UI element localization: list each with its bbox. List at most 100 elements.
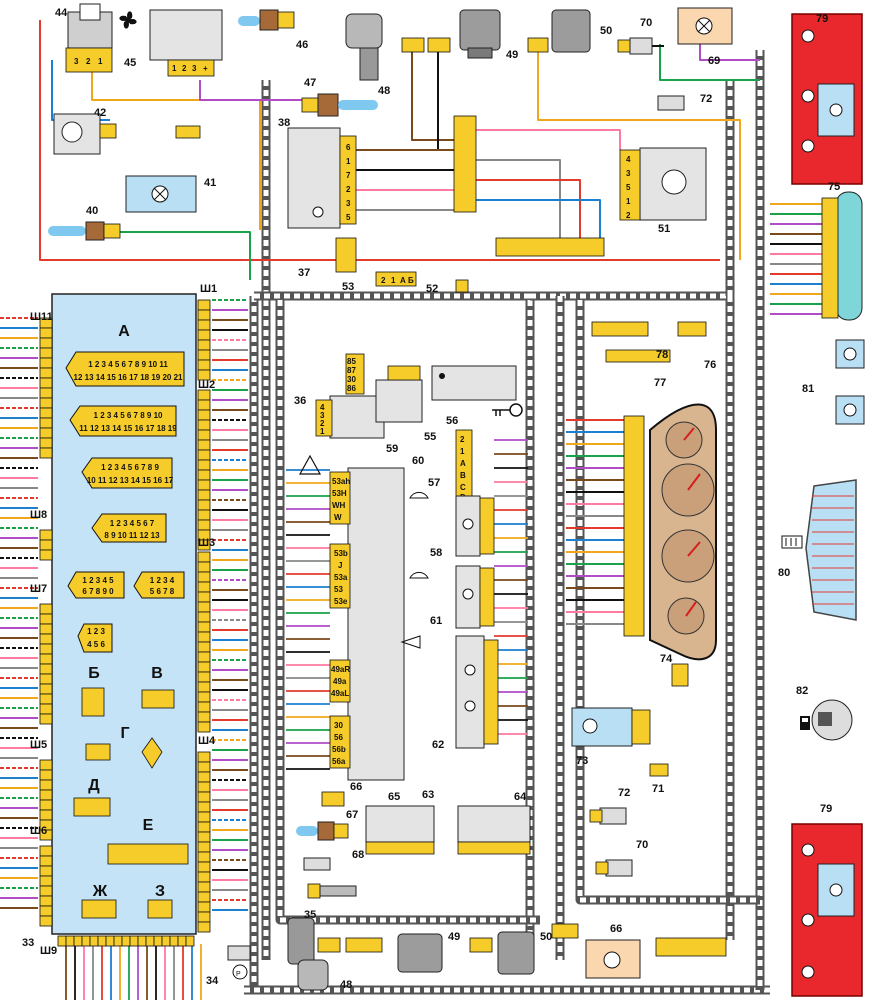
component-80: 80 — [778, 479, 857, 621]
svg-text:71: 71 — [652, 783, 664, 795]
svg-text:72: 72 — [618, 787, 630, 799]
pin-sh4 — [197, 851, 211, 863]
svg-text:37: 37 — [298, 267, 310, 279]
svg-text:C: C — [460, 483, 466, 492]
svg-text:42: 42 — [94, 107, 106, 119]
svg-text:56: 56 — [446, 415, 458, 427]
svg-text:4: 4 — [320, 403, 325, 412]
pin-sh4 — [197, 831, 211, 843]
socket-label-sh8: Ш8 — [30, 509, 47, 521]
svg-text:53: 53 — [334, 585, 343, 594]
svg-text:12 13 14 15 16 17 18 19 20 21: 12 13 14 15 16 17 18 19 20 21 — [74, 373, 184, 382]
pin-sh3 — [197, 571, 211, 583]
pin-sh9 — [137, 935, 147, 947]
component-46: 46 — [238, 9, 308, 51]
svg-text:70: 70 — [640, 17, 652, 29]
pin-sh7 — [39, 653, 53, 665]
svg-text:1 2 3 4 5 6 7 8 9 10 11: 1 2 3 4 5 6 7 8 9 10 11 — [88, 360, 168, 369]
pin-sh5 — [39, 809, 53, 821]
pin-sh2 — [197, 419, 211, 431]
svg-text:5: 5 — [346, 213, 351, 222]
svg-text:1 2 3 4 5: 1 2 3 4 5 — [82, 576, 114, 585]
pin-sh2 — [197, 509, 211, 521]
connector-rear-strip — [655, 937, 727, 957]
pin-sh11 — [39, 427, 53, 439]
svg-text:41: 41 — [204, 177, 216, 189]
connector-50-top — [527, 37, 549, 53]
svg-text:40: 40 — [86, 205, 98, 217]
svg-text:46: 46 — [296, 39, 308, 51]
pin-sh3 — [197, 611, 211, 623]
pin-sh11 — [39, 387, 53, 399]
component-37: 37 — [298, 237, 357, 279]
pin-sh7 — [39, 603, 53, 615]
svg-text:3: 3 — [192, 64, 197, 73]
pin-sh5 — [39, 799, 53, 811]
pin-sh9 — [169, 935, 179, 947]
pin-sh3 — [197, 711, 211, 723]
svg-text:1 2 3 4 5 6 7: 1 2 3 4 5 6 7 — [110, 519, 155, 528]
svg-text:48: 48 — [340, 979, 352, 991]
component-72-bottom: 72 — [589, 787, 630, 825]
pin-sh2 — [197, 449, 211, 461]
svg-text:49aR: 49aR — [331, 665, 350, 674]
svg-text:J: J — [338, 561, 342, 570]
svg-text:49: 49 — [448, 931, 460, 943]
svg-text:2: 2 — [182, 64, 187, 73]
svg-text:62: 62 — [432, 739, 444, 751]
svg-text:Б: Б — [408, 276, 414, 285]
svg-text:+: + — [203, 64, 208, 73]
component-48-bottom: 48 — [287, 917, 352, 991]
pin-sh4 — [197, 821, 211, 833]
component-40: 40 — [48, 205, 121, 241]
connector-78-a — [591, 321, 649, 337]
component-70-bottom: 70 — [595, 839, 648, 877]
svg-text:47: 47 — [304, 77, 316, 89]
pin-sh5 — [39, 829, 53, 841]
pin-sh7 — [39, 623, 53, 635]
pin-sh9 — [97, 935, 107, 947]
svg-text:1: 1 — [346, 157, 351, 166]
pin-sh7 — [39, 693, 53, 705]
socket-label-sh9: Ш9 — [40, 945, 57, 957]
svg-text:B: B — [460, 471, 466, 480]
pin-sh2 — [197, 519, 211, 531]
svg-text:53b: 53b — [334, 549, 348, 558]
svg-text:76: 76 — [704, 359, 716, 371]
pin-sh11 — [39, 367, 53, 379]
pin-sh4 — [197, 781, 211, 793]
pin-sh4 — [197, 761, 211, 773]
svg-text:73: 73 — [576, 755, 588, 767]
signal-wire — [476, 179, 581, 238]
svg-text:53: 53 — [342, 281, 354, 293]
pin-sh1 — [197, 319, 211, 331]
svg-text:64: 64 — [514, 791, 527, 803]
component-42: 42 — [53, 107, 117, 155]
pin-sh7 — [39, 703, 53, 715]
component-55: 55 — [375, 365, 436, 443]
pin-sh5 — [39, 789, 53, 801]
socket-r2: 1 2 3 4 5 6 7 8 9 10 11 12 13 14 15 16 1… — [69, 405, 177, 437]
component-66-bottom: 66 — [585, 923, 641, 979]
pin-sh9 — [57, 935, 67, 947]
svg-text:8 9 10 11 12 13: 8 9 10 11 12 13 — [104, 531, 160, 540]
pin-sh1 — [197, 369, 211, 381]
connector-49-bottom — [345, 937, 383, 953]
pin-sh1 — [197, 329, 211, 341]
svg-text:63: 63 — [422, 789, 434, 801]
pin-sh2 — [197, 479, 211, 491]
pin-sh3 — [197, 681, 211, 693]
svg-text:51: 51 — [658, 223, 670, 235]
wire-harness — [0, 20, 822, 1000]
svg-text:1: 1 — [172, 64, 177, 73]
pin-sh4 — [197, 881, 211, 893]
component-35: 35 — [304, 883, 357, 921]
svg-text:3: 3 — [74, 57, 79, 66]
svg-text:45: 45 — [124, 57, 136, 69]
pin-sh7 — [39, 643, 53, 655]
svg-text:W: W — [334, 513, 342, 522]
signal-wire — [120, 231, 251, 280]
socket-b — [81, 687, 105, 717]
component-79-top: 79 — [791, 13, 863, 185]
svg-text:49a: 49a — [333, 677, 347, 686]
